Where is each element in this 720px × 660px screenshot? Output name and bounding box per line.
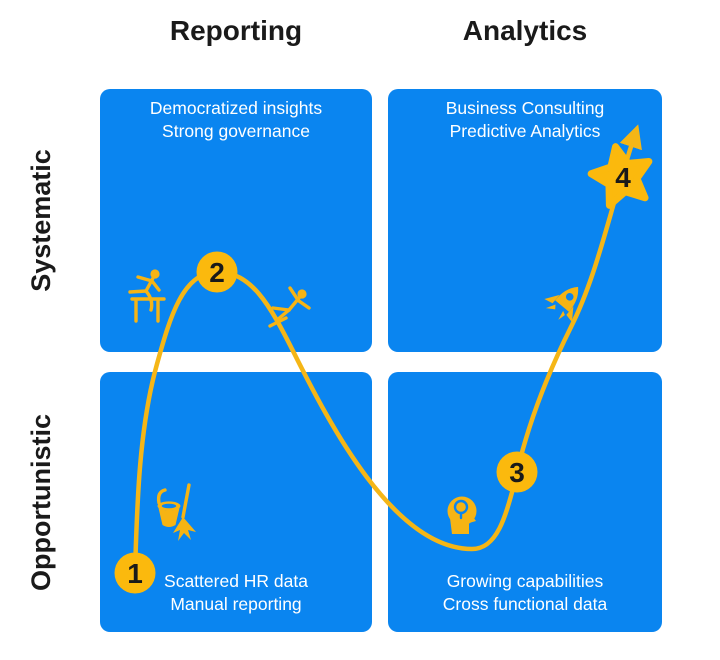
- quadrant-text-line: Predictive Analytics: [449, 121, 601, 141]
- milestone-1-number: 1: [127, 558, 143, 589]
- milestone-2-circle: 2: [196, 251, 238, 293]
- column-header-analytics: Analytics: [462, 15, 588, 46]
- rocket-icon: [544, 286, 579, 323]
- idea-head-icon: [447, 496, 477, 534]
- quadrant-systematic-analytics: Business Consulting Predictive Analytics: [388, 89, 662, 352]
- column-header-reporting: Reporting: [169, 15, 303, 46]
- slipping-person-icon: [268, 286, 311, 328]
- milestone-4-star: [587, 143, 653, 209]
- quadrant-opportunistic-analytics: Growing capabilities Cross functional da…: [388, 372, 662, 632]
- milestone-3-circle: 3: [496, 451, 538, 493]
- hurdler-icon: [128, 269, 166, 323]
- bucket-and-broom-icon: [156, 483, 196, 541]
- quadrant-text-line: Strong governance: [162, 121, 310, 141]
- milestone-1-circle: 1: [114, 552, 156, 594]
- star-milestone-icon: [587, 143, 653, 209]
- maturity-curve: [132, 124, 642, 576]
- milestone-4-number: 4: [615, 162, 631, 193]
- milestone-2-number: 2: [209, 257, 225, 288]
- quadrant-text-line: Cross functional data: [442, 594, 608, 614]
- quadrant-text-line: Business Consulting: [445, 98, 605, 118]
- quadrant-systematic-reporting: Democratized insights Strong governance: [100, 89, 372, 352]
- quadrant-text-line: Growing capabilities: [446, 571, 604, 591]
- quadrant-text-line: Scattered HR data: [164, 571, 308, 591]
- quadrant-text-line: Democratized insights: [149, 98, 323, 118]
- quadrant-text-line: Manual reporting: [170, 594, 302, 614]
- milestone-3-number: 3: [509, 457, 525, 488]
